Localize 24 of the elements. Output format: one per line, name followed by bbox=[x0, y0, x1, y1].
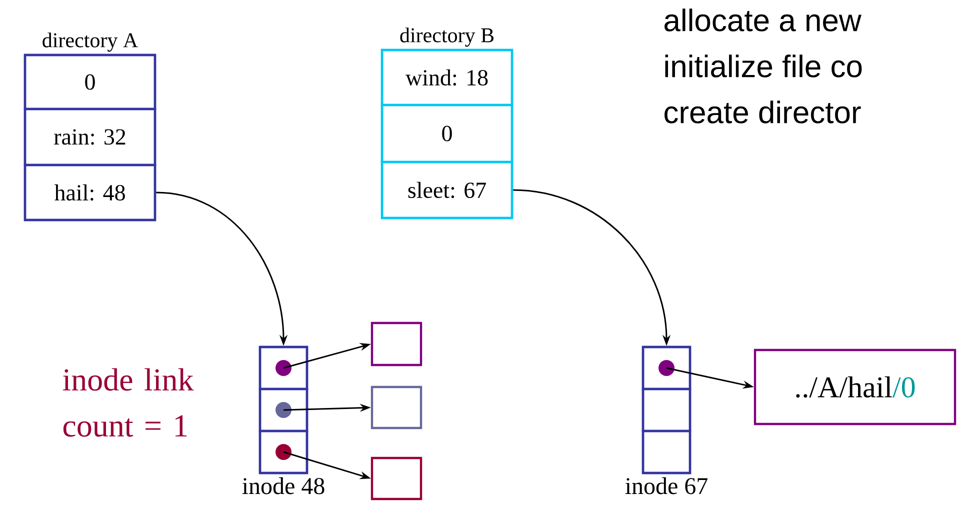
directory-entry: 0 bbox=[380, 104, 514, 164]
directory-entry: sleet: 67 bbox=[380, 160, 514, 220]
data-block bbox=[370, 456, 422, 500]
inode-slot bbox=[258, 430, 308, 474]
note-text: create director bbox=[664, 100, 861, 124]
node-label: inode 67 bbox=[625, 477, 708, 494]
data-block bbox=[370, 322, 422, 366]
inode-slot bbox=[258, 346, 308, 390]
directory-entry: 0 bbox=[24, 54, 156, 110]
symlink-data-box: ../A/hail/0 bbox=[754, 348, 956, 426]
node-label: inode 48 bbox=[242, 477, 324, 494]
inode-slot bbox=[258, 388, 308, 432]
inode-slot bbox=[642, 346, 692, 390]
node-label: directory B bbox=[400, 28, 494, 47]
inode-slot bbox=[642, 430, 692, 474]
directory-entry: hail: 48 bbox=[24, 164, 156, 222]
directory-entry: rain: 32 bbox=[24, 108, 156, 166]
data-block bbox=[370, 386, 422, 430]
node-label: directory A bbox=[42, 32, 138, 52]
directory-entry: wind: 18 bbox=[380, 48, 514, 106]
count-note: inode link count = 1 bbox=[62, 368, 194, 437]
note-text: initialize file co bbox=[665, 54, 862, 78]
inode-slot bbox=[642, 388, 692, 432]
note-text: allocate a new bbox=[664, 8, 862, 32]
